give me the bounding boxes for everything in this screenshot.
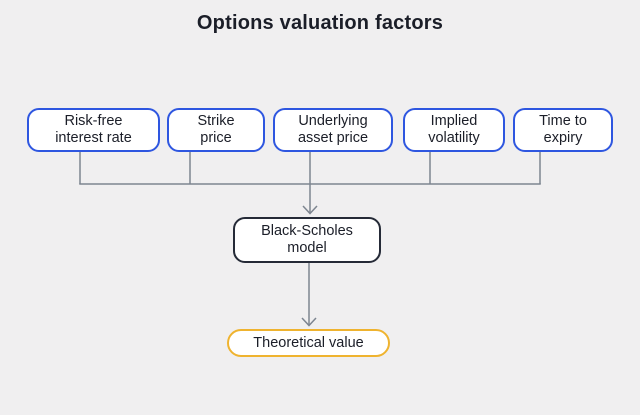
arrow-to-value-head-icon bbox=[301, 317, 317, 327]
page-title: Options valuation factors bbox=[196, 12, 444, 34]
node-underlying-asset-price: Underlying asset price bbox=[273, 108, 393, 152]
node-implied-volatility: Implied volatility bbox=[403, 108, 505, 152]
node-time-to-expiry: Time to expiry bbox=[513, 108, 613, 152]
node-strike-price: Strike price bbox=[167, 108, 265, 152]
node-theoretical-value: Theoretical value bbox=[227, 329, 390, 357]
node-risk-free-interest-rate: Risk-free interest rate bbox=[27, 108, 160, 152]
arrow-to-model-head-icon bbox=[302, 205, 318, 215]
node-black-scholes-model: Black-Scholes model bbox=[233, 217, 381, 263]
